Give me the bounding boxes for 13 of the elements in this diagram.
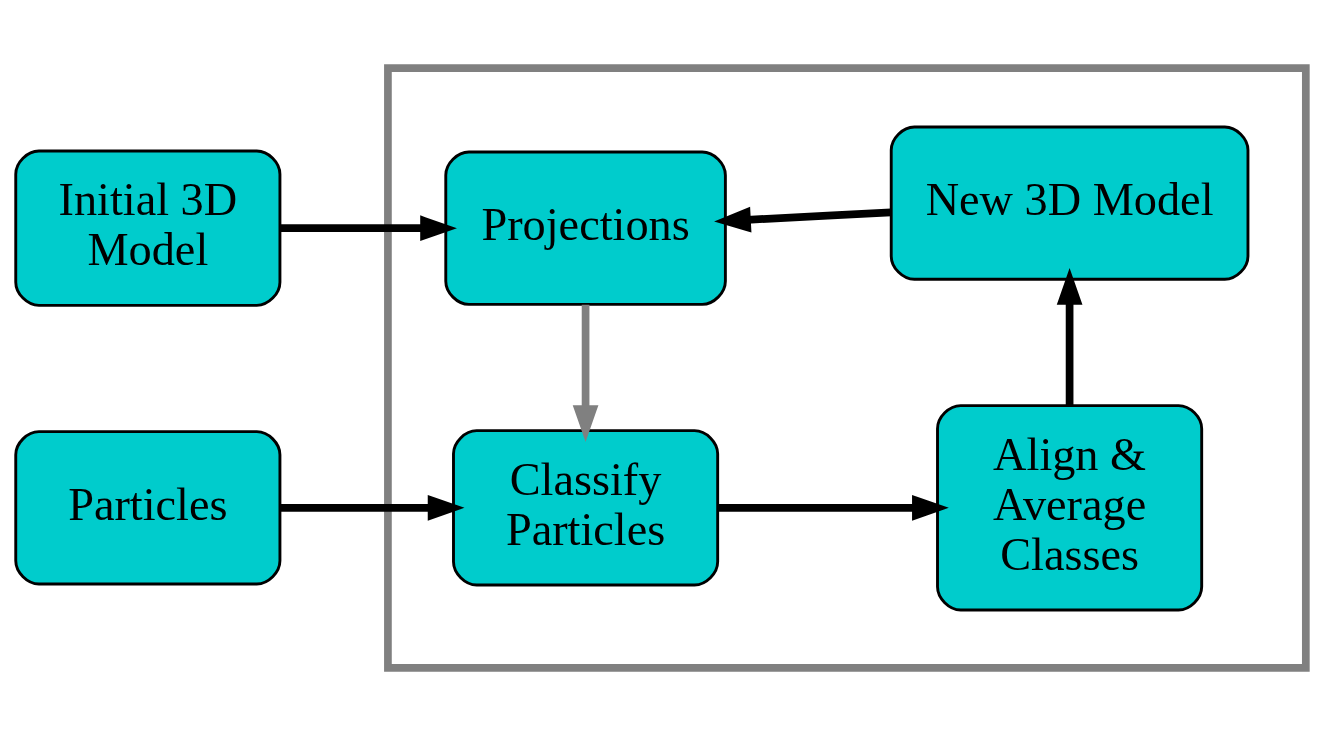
node-box: New 3D Model bbox=[889, 125, 1250, 281]
node-box: Particles bbox=[14, 429, 282, 585]
cluster bbox=[384, 63, 1310, 672]
arrow bbox=[279, 494, 465, 521]
node-box: Align & Average Classes bbox=[936, 403, 1204, 611]
arrow bbox=[718, 494, 949, 521]
node-box: Initial 3D Model bbox=[14, 149, 282, 307]
node-box: Projections bbox=[444, 150, 727, 306]
node-box: Classify Particles bbox=[452, 428, 720, 586]
arrow bbox=[572, 304, 599, 442]
arrow bbox=[1056, 267, 1083, 405]
arrow bbox=[714, 206, 892, 232]
arrow bbox=[279, 214, 457, 241]
